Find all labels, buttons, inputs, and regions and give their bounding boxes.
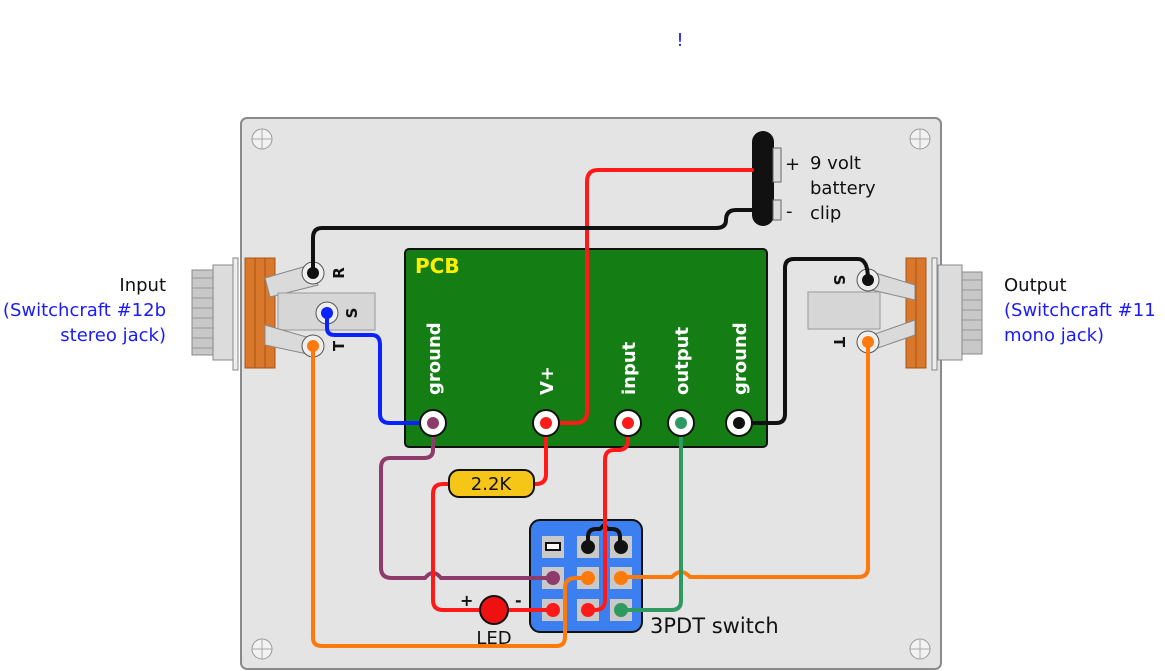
input-title: Input <box>119 275 166 296</box>
wire-red-battery <box>544 168 754 425</box>
led-minus: - <box>515 591 522 610</box>
top-mark: ! <box>676 30 683 51</box>
output-type: mono jack) <box>1004 325 1104 346</box>
wire-purple <box>379 421 555 580</box>
battery-clip: + - 9 volt battery clip <box>752 131 876 226</box>
battery-label-3: clip <box>810 203 841 224</box>
wire-red-led <box>431 421 555 612</box>
wire-green <box>619 421 683 612</box>
output-title: Output <box>1004 275 1067 296</box>
battery-minus: - <box>786 201 793 222</box>
lug-label-t: T <box>830 337 848 348</box>
switch-label: 3PDT switch <box>650 614 779 638</box>
screw-icon <box>251 638 273 660</box>
led <box>479 595 509 625</box>
lug-label-t: T <box>330 340 348 351</box>
battery-label-2: battery <box>810 178 876 199</box>
screw-icon <box>251 128 273 150</box>
input-model: (Switchcraft #12b <box>3 300 166 321</box>
pad-label-vplus: V+ <box>537 366 558 395</box>
wires <box>311 168 870 648</box>
resistor-value: 2.2K <box>471 474 513 495</box>
wire-black-ground <box>737 257 870 425</box>
led-label: LED <box>476 628 511 649</box>
pad-label-ground-2: ground <box>730 322 751 395</box>
battery-plus: + <box>785 154 800 175</box>
resistor <box>448 469 535 498</box>
lug-label-s: S <box>830 275 848 286</box>
lug-label-s: S <box>343 308 361 319</box>
wire-black-battery <box>311 208 754 275</box>
wire-orange-output <box>619 340 870 579</box>
output-model: (Switchcraft #11 <box>1004 300 1156 321</box>
input-jack: R S T <box>191 257 376 371</box>
solder-points <box>307 267 874 617</box>
pcb-pads <box>419 409 753 437</box>
wire-blue <box>325 311 435 425</box>
output-jack: S T <box>807 257 983 371</box>
pcb-title: PCB <box>415 254 460 278</box>
input-type: stereo jack) <box>60 325 166 346</box>
pad-label-output: output <box>672 327 693 395</box>
led-plus: + <box>460 591 473 610</box>
battery-label-1: 9 volt <box>810 153 861 174</box>
pad-label-ground: ground <box>424 322 445 395</box>
lug-label-r: R <box>330 267 348 279</box>
wire-orange-input <box>311 344 590 648</box>
screw-icon <box>909 128 931 150</box>
wire-red-input <box>586 421 630 612</box>
pad-label-input: input <box>619 341 640 395</box>
screw-icon <box>909 638 931 660</box>
screws <box>251 128 931 660</box>
